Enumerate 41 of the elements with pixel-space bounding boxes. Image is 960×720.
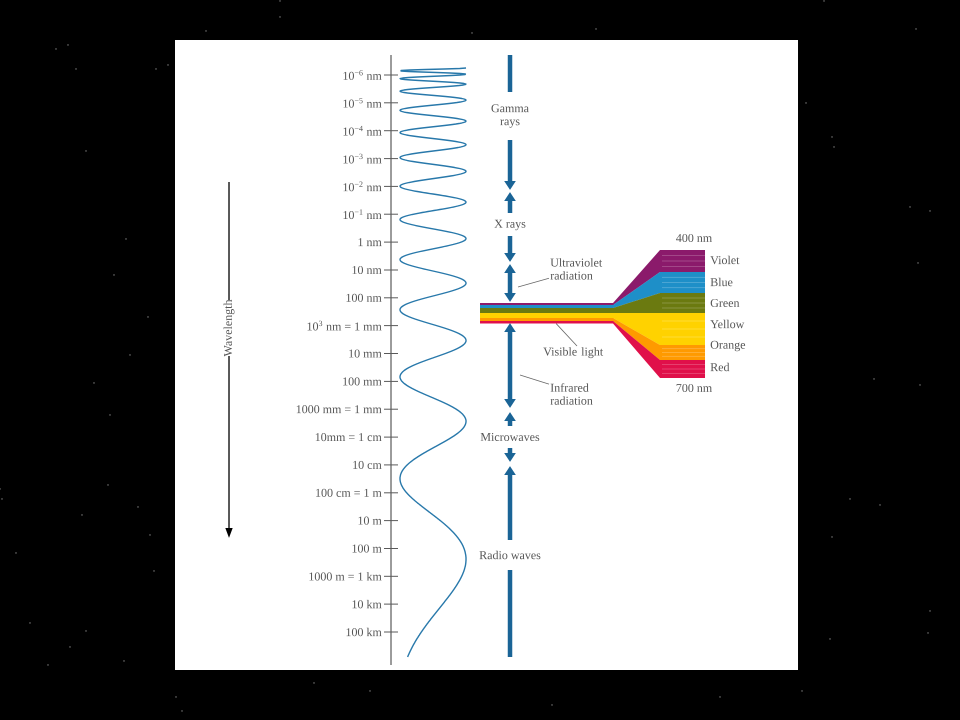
- tick-label: 1000 mm = 1 mm: [296, 405, 382, 414]
- leader-line: [520, 374, 550, 385]
- wavelength-label: 700 nm: [676, 384, 712, 392]
- leader-line: [518, 278, 550, 288]
- tick-label: 1000 m = 1 km: [309, 572, 382, 581]
- region-label: Ultraviolet radiation: [550, 258, 602, 280]
- tick-label: 100 m: [352, 544, 382, 553]
- tick-label: 10$^{−4}$ nm: [344, 126, 382, 136]
- color-label: Red: [710, 362, 730, 372]
- region-label: Gamma rays: [492, 104, 529, 128]
- tick-label: 100 mm: [343, 377, 382, 386]
- leader-line: [556, 323, 578, 346]
- wavelength-label: 400 nm: [676, 234, 712, 242]
- tick-label: 10 km: [352, 600, 382, 608]
- color-label: Violet: [710, 256, 740, 264]
- color-label: Orange: [710, 340, 746, 352]
- tick-label: 10$^{−5}$ nm: [344, 98, 382, 108]
- tick-label: 100 nm: [346, 294, 382, 302]
- spectrum-band: [480, 303, 614, 324]
- tick-label: 100 cm = 1 m: [316, 488, 382, 497]
- color-label: Yellow: [710, 320, 744, 328]
- color-label: Blue: [710, 278, 732, 286]
- tick-label: 1 nm: [358, 238, 382, 246]
- color-label: Green: [710, 298, 740, 308]
- tick-label: 10 mm: [349, 349, 382, 358]
- region-label: X rays: [494, 220, 526, 230]
- region-label: Microwaves: [480, 432, 540, 442]
- tick-label: 10 m: [358, 516, 382, 525]
- region-label: Visible light: [543, 347, 604, 358]
- tick-label: 10$^{−3}$ nm: [344, 154, 382, 164]
- tick-label: 10mm = 1 cm: [316, 433, 382, 442]
- tick-label: 10 cm: [353, 460, 382, 469]
- region-label: Radio waves: [480, 550, 540, 560]
- region-label: Infrared radiation: [550, 383, 593, 405]
- tick-label: 10$^{−2}$ nm: [344, 182, 382, 192]
- tick-label: 10$^{3}$ nm = 1 mm: [308, 320, 382, 330]
- axis-title: Wavelength: [224, 300, 234, 356]
- tick-label: 100 km: [346, 628, 382, 636]
- tick-label: 10$^{−6}$ nm: [344, 70, 382, 80]
- tick-label: 10 nm: [352, 266, 382, 274]
- tick-label: 10$^{−1}$ nm: [344, 209, 382, 220]
